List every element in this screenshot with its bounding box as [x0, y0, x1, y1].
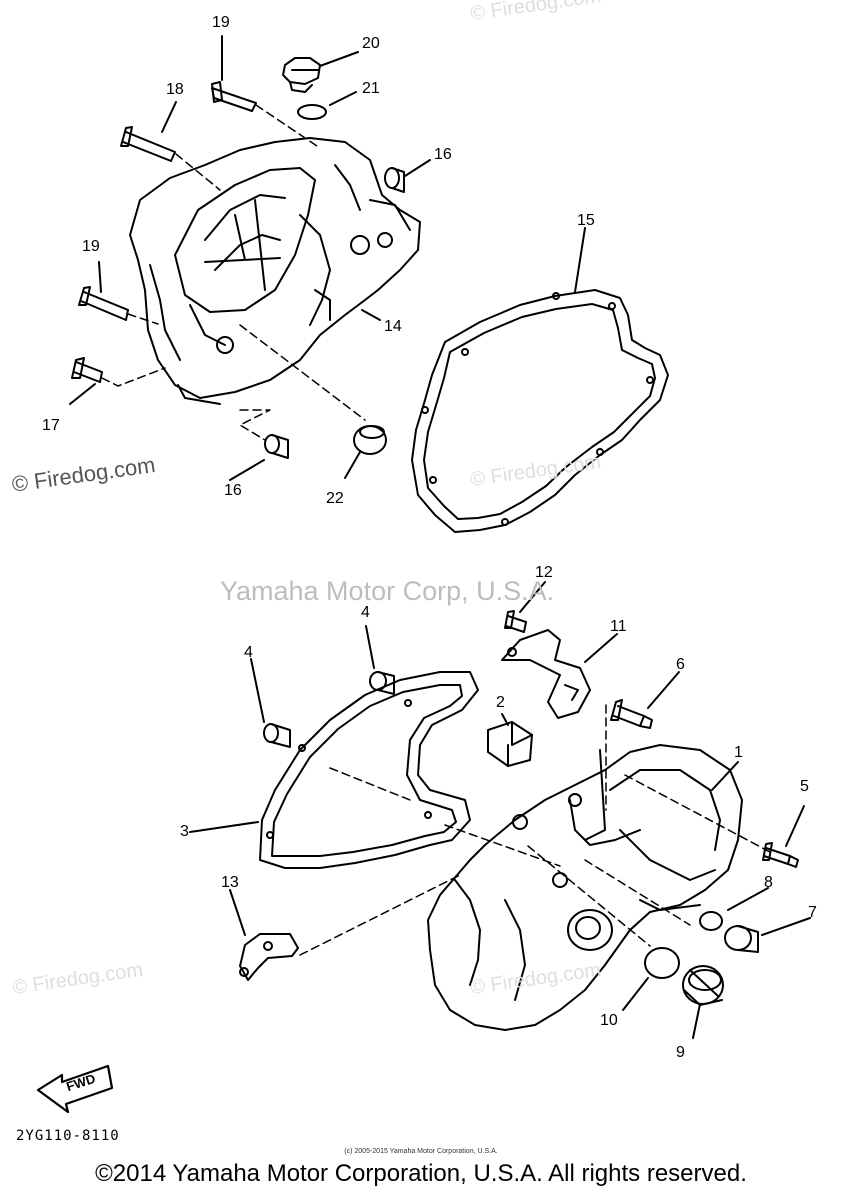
callout-10: 10 — [600, 1012, 618, 1029]
o-ring-10 — [644, 947, 680, 979]
callout-15: 15 — [577, 212, 595, 229]
callout-7: 7 — [808, 904, 817, 921]
callout-16-bottom: 16 — [224, 482, 242, 499]
crankcase-cover-14 — [129, 137, 421, 405]
bracket-13 — [239, 933, 299, 981]
gasket-3 — [259, 671, 479, 869]
callout-5: 5 — [800, 778, 809, 795]
o-ring-21 — [297, 104, 327, 120]
sensor-2 — [487, 721, 533, 767]
bolt-19-top — [211, 81, 257, 112]
plug-7 — [724, 925, 759, 953]
callout-11: 11 — [610, 618, 627, 635]
drawing-code: 2YG110-8110 — [16, 1128, 120, 1144]
callout-21: 21 — [362, 80, 380, 97]
callout-9: 9 — [676, 1044, 685, 1061]
gasket-15 — [411, 289, 669, 533]
callout-4-upper: 4 — [361, 604, 370, 621]
plug-22 — [353, 425, 387, 455]
callout-19-top: 19 — [212, 14, 230, 31]
callout-20: 20 — [362, 35, 380, 52]
callout-16-top: 16 — [434, 146, 452, 163]
bolt-5 — [762, 842, 799, 868]
bolt-12 — [504, 610, 527, 633]
callout-13: 13 — [221, 874, 239, 891]
callout-19-left: 19 — [82, 238, 100, 255]
watermark-center: Yamaha Motor Corp, U.S.A. — [220, 576, 555, 606]
callout-12: 12 — [535, 564, 553, 581]
fwd-arrow-icon — [36, 1064, 114, 1114]
callout-18: 18 — [166, 81, 184, 98]
dowel-pin-16-top — [384, 167, 405, 193]
callout-8: 8 — [764, 874, 773, 891]
fine-print: (c) 2005-2015 Yamaha Motor Corporation, … — [344, 1148, 498, 1155]
callout-22: 22 — [326, 490, 344, 507]
cap-9 — [682, 965, 724, 1006]
callout-4-lower: 4 — [244, 644, 253, 661]
dowel-pin-16-bottom — [264, 434, 289, 459]
callout-3: 3 — [180, 823, 189, 840]
bolt-19-left — [78, 286, 129, 321]
bolt-18 — [120, 126, 176, 162]
callout-14: 14 — [384, 318, 402, 335]
dowel-pin-4-upper — [369, 671, 395, 695]
o-ring-8 — [699, 911, 723, 931]
callout-6: 6 — [676, 656, 685, 673]
callout-17: 17 — [42, 417, 60, 434]
bolt-6 — [610, 699, 653, 729]
callout-2: 2 — [496, 694, 505, 711]
dowel-pin-4-lower — [263, 723, 291, 748]
callout-1: 1 — [734, 744, 743, 761]
oil-filler-cap-20 — [282, 57, 321, 93]
bolt-17 — [71, 357, 103, 383]
bracket-11 — [501, 629, 591, 719]
copyright-notice: ©2014 Yamaha Motor Corporation, U.S.A. A… — [95, 1160, 747, 1187]
